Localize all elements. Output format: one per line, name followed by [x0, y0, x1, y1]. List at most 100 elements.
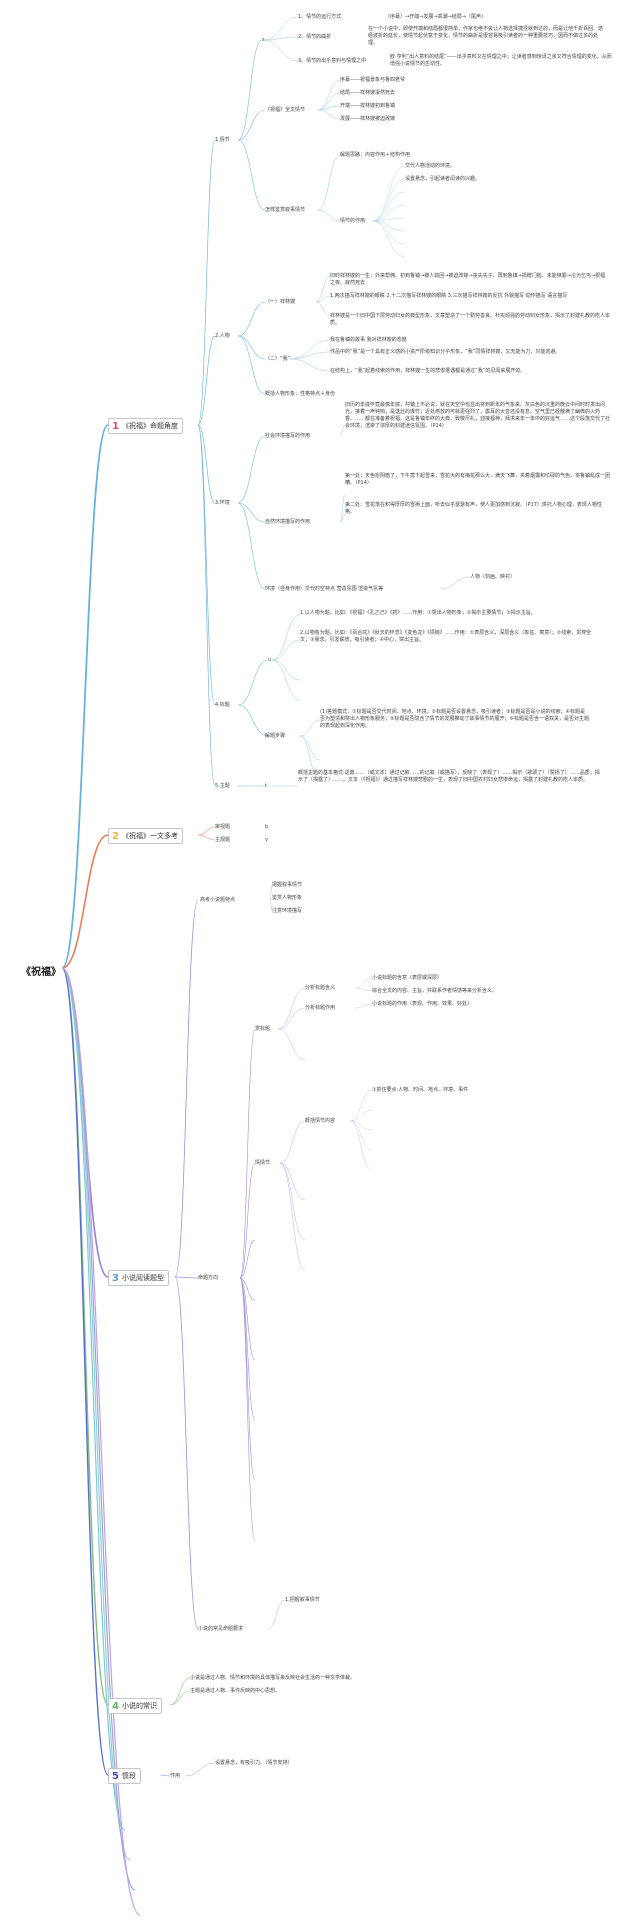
- connector-76: [239, 1277, 256, 1541]
- full-plot-node[interactable]: 《祝福》全文情节: [265, 107, 306, 113]
- connector-33: [371, 220, 406, 258]
- character-method: 概括人物形象：性格特点＋身份: [265, 391, 336, 397]
- branch-5-chip[interactable]: 5 惯段: [108, 1768, 141, 1784]
- plot-summary-node[interactable]: 概括情节内容: [305, 1118, 336, 1124]
- plot-node[interactable]: 1.情节: [215, 137, 230, 143]
- title-meaning-1: 小说标题的含意（表层或深层）: [372, 975, 443, 981]
- connector-1: [61, 834, 109, 969]
- connector-48: [237, 502, 266, 590]
- review-node-2-value: v: [265, 837, 268, 843]
- plot-surprise-text: 欧·亨利“出人意料的结尾”——出乎意料又在情理之中；让读者感到惊讶之余又符合情理…: [390, 54, 612, 67]
- appreciate-plot-hint: 解题思路：内容作用＋结构作用: [340, 152, 411, 158]
- connector-30: [371, 217, 406, 222]
- xianglin-node[interactable]: （一）祥林嫂: [265, 299, 296, 305]
- branch-2-label: 《祝福》一文多考: [121, 832, 178, 840]
- connector-28: [371, 191, 406, 222]
- connector-56: [299, 719, 321, 737]
- branch-1-chip[interactable]: 1 《祝福》命题角度: [108, 418, 183, 434]
- connector-44: [339, 424, 346, 437]
- title-marker: u: [268, 657, 272, 663]
- connector-94: [169, 1690, 191, 1706]
- connector-87: [349, 1089, 373, 1122]
- usage-text: 设置悬念，有吸引力。（情节安排）: [215, 1760, 293, 1766]
- connector-38: [237, 335, 266, 360]
- connector-82: [354, 1003, 373, 1009]
- title-question-node[interactable]: 赏标题: [255, 1026, 271, 1032]
- character-node[interactable]: 2.人物: [215, 333, 230, 339]
- narrator-text-1: 我在鲁镇的故事 我对祥林嫂的态度: [330, 337, 407, 343]
- connector-29: [371, 204, 406, 222]
- theme-node[interactable]: 5.主题: [215, 783, 230, 789]
- xianglin-text-1: 旧时祥林嫂的一生：外来帮佣、初到鲁镇→被人劫回→被迫改嫁→丧夫失子、再到鲁镇→捐…: [330, 273, 606, 286]
- connector-92: [267, 1599, 286, 1630]
- xianglin-text-2: 1.两次描写祥林嫂的眼睛 2.十二次描写祥林嫂的眼睛 3.三次描写祥林嫂的反抗 …: [330, 293, 568, 299]
- connector-96: [184, 1762, 216, 1777]
- plot-twist-node[interactable]: 2、情节的曲折: [298, 34, 332, 40]
- plot-function-node[interactable]: 情节的作用: [340, 218, 366, 224]
- title-meaning-2: 综合全文的内容、主旨，并联系作者情感等来分析含义。: [372, 988, 498, 994]
- fiction-basics-1: 小说是通过人物、情节和环境的具体描写来反映社会生活的一种文学体裁。: [190, 1675, 356, 1681]
- connector-45: [237, 502, 266, 523]
- title-steps-text: (1)答题模式：①标题是否交代时间、地点、环境；②标题是否设置悬念，吸引读者；③…: [320, 709, 589, 729]
- connector-68: [269, 899, 273, 912]
- full-plot-item-2: 结局——祥林嫂凄然死去: [340, 90, 396, 96]
- connector-79: [277, 1028, 306, 1061]
- connector-0: [61, 424, 109, 969]
- appreciate-plot-node[interactable]: 怎样鉴赏叙事情节: [265, 207, 306, 213]
- title-function-1: 小说标题的作用（表现、作用、效果、好处）: [372, 1001, 473, 1007]
- review-node-2[interactable]: 主观题: [215, 837, 231, 843]
- connector-19: [317, 79, 341, 111]
- connector-18: [237, 109, 266, 141]
- exam-feature-node[interactable]: 高考小说题特点: [200, 897, 236, 903]
- plot-flow-node[interactable]: 1、情节的运行方式: [298, 14, 342, 20]
- usage-node[interactable]: 作用: [170, 1773, 181, 1779]
- connector-17: [263, 39, 299, 62]
- connector-24: [317, 154, 341, 211]
- connector-32: [371, 220, 406, 245]
- title-meaning-node[interactable]: 分析标题含义: [305, 985, 336, 991]
- title-node[interactable]: 4.标题: [215, 702, 230, 708]
- plot-question-node[interactable]: 情情节: [255, 1160, 271, 1166]
- connector-53: [271, 639, 301, 661]
- exam-feature-2: 鉴赏人物形象: [272, 895, 303, 901]
- direction-node[interactable]: 命题方向: [198, 1275, 219, 1281]
- connector-11: [197, 424, 216, 504]
- connector-16: [263, 36, 299, 41]
- exam-feature-1: 把握叙事情节: [272, 882, 303, 888]
- title-steps-node[interactable]: 解题步骤: [265, 733, 286, 739]
- connector-13: [197, 424, 216, 787]
- connector-4: [61, 967, 109, 1776]
- branch-3-number: 3: [112, 1272, 119, 1284]
- branch-3-label: 小说阅读题型: [121, 1274, 164, 1282]
- social-env-text: 旧历的年底毕竟最像年底，村镇上不必说，就在天空中也显出将到新年的气象来。灰白色的…: [345, 402, 611, 429]
- connector-71: [239, 1239, 256, 1279]
- title-function-node[interactable]: 分析标题作用: [305, 1005, 336, 1011]
- connector-83: [279, 1120, 306, 1164]
- root-topic[interactable]: 《祝福》: [21, 967, 61, 978]
- connector-7: [61, 967, 136, 1891]
- narrator-text-2: 作品中的“我”是一个具有正义感的小资产阶级知识分子形象，“我”同情祥林嫂，又无能…: [330, 349, 561, 355]
- environment-node[interactable]: 3.环境: [215, 500, 230, 506]
- review-node-1[interactable]: 审视题: [215, 824, 231, 830]
- branch-4-number: 4: [112, 1700, 119, 1712]
- plot-twist-text: 在一个小说中，即使开端和结局都很简单，作家也绝不会让人物选择捷径就到达的，而是让…: [368, 26, 604, 46]
- xianglin-text-3: 祥林嫂是一个旧中国下层劳动妇女的典型形象，文章塑造了一个勤劳善良、朴实顽强的劳动…: [330, 313, 611, 326]
- plot-surprise-node[interactable]: 3、情节的出乎意料与情理之中: [298, 58, 367, 64]
- requirement-node[interactable]: 小说的常见命题要求: [198, 1626, 244, 1632]
- connector-69: [239, 1028, 256, 1279]
- connector-37: [315, 301, 331, 317]
- plot-marker: s: [262, 37, 265, 43]
- connector-66: [269, 884, 273, 901]
- branch-4-chip[interactable]: 4 小说的常识: [108, 1698, 162, 1714]
- connector-43: [237, 435, 266, 504]
- branch-3-chip[interactable]: 3 小说阅读题型: [108, 1270, 169, 1286]
- social-env-node[interactable]: 社会环境描写的作用: [265, 433, 311, 439]
- branch-1-label: 《祝福》命题角度: [121, 422, 178, 430]
- full-plot-item-4: 发展——祥林嫂被迫改嫁: [340, 116, 396, 122]
- natural-env-node[interactable]: 自然环境描写的作用: [265, 519, 311, 525]
- narrator-node[interactable]: （二）“我”: [265, 356, 291, 362]
- connector-46: [339, 494, 346, 523]
- branch-2-chip[interactable]: 2 《祝福》一文多考: [108, 828, 183, 844]
